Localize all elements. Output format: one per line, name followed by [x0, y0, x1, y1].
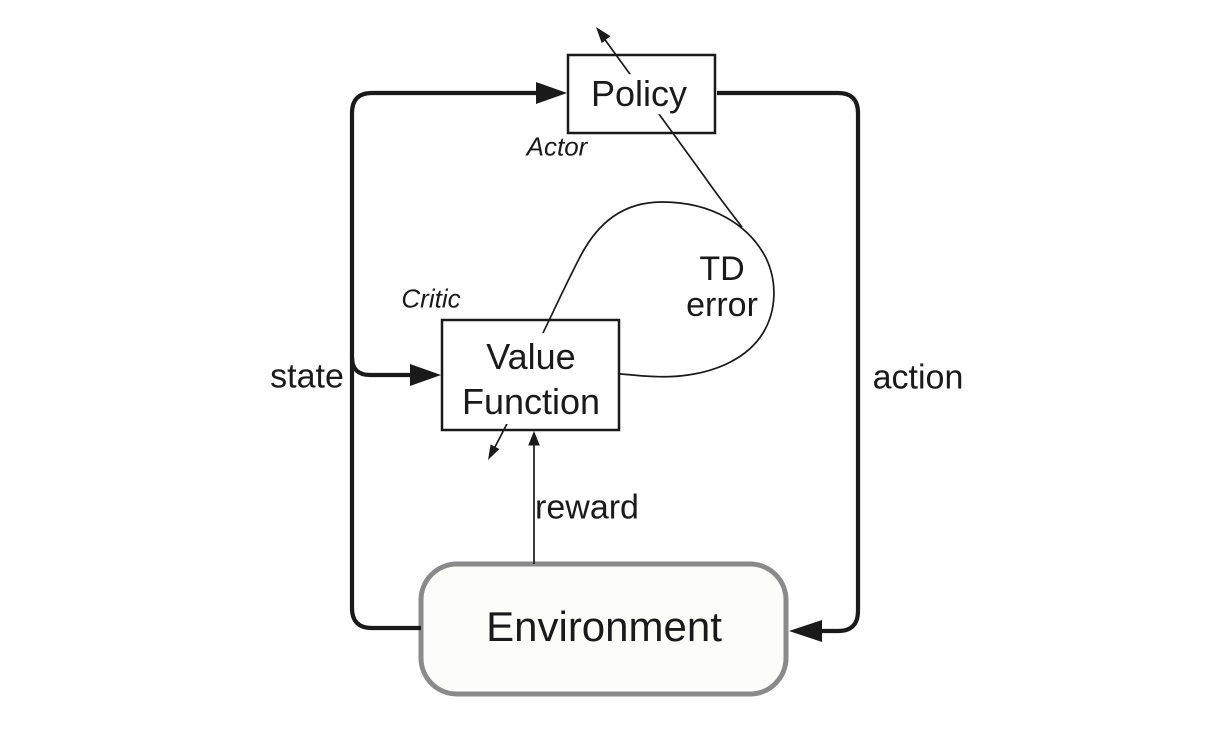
policy-label: Policy: [585, 74, 693, 114]
environment-label: Environment: [486, 602, 722, 650]
action-label: action: [872, 358, 964, 397]
actor-annotation: Actor: [526, 131, 588, 162]
value-update-arrowhead: [488, 444, 500, 460]
state-label: state: [270, 357, 344, 396]
value-function-label-line1: Value: [486, 336, 576, 377]
reward-label: reward: [535, 488, 639, 527]
critic-annotation: Critic: [401, 283, 461, 314]
state-policy-arrowhead: [536, 82, 567, 104]
td-error-label: TD error: [686, 251, 758, 323]
action-edge: [717, 90, 861, 634]
value-function-label: Value Function: [457, 334, 605, 424]
state-vf-arrowhead: [410, 364, 441, 386]
reward-arrowhead: [528, 431, 540, 446]
action-arrowhead: [789, 620, 822, 642]
td-error-label-line1: TD: [699, 249, 745, 288]
td-error-arrowhead: [596, 27, 611, 44]
td-error-label-line2: error: [686, 286, 758, 324]
state-branch-edge: [349, 356, 414, 378]
td-error-loop-edge: [542, 201, 775, 378]
value-function-label-line2: Function: [461, 381, 601, 422]
td-error-to-policy-edge: [602, 36, 743, 228]
